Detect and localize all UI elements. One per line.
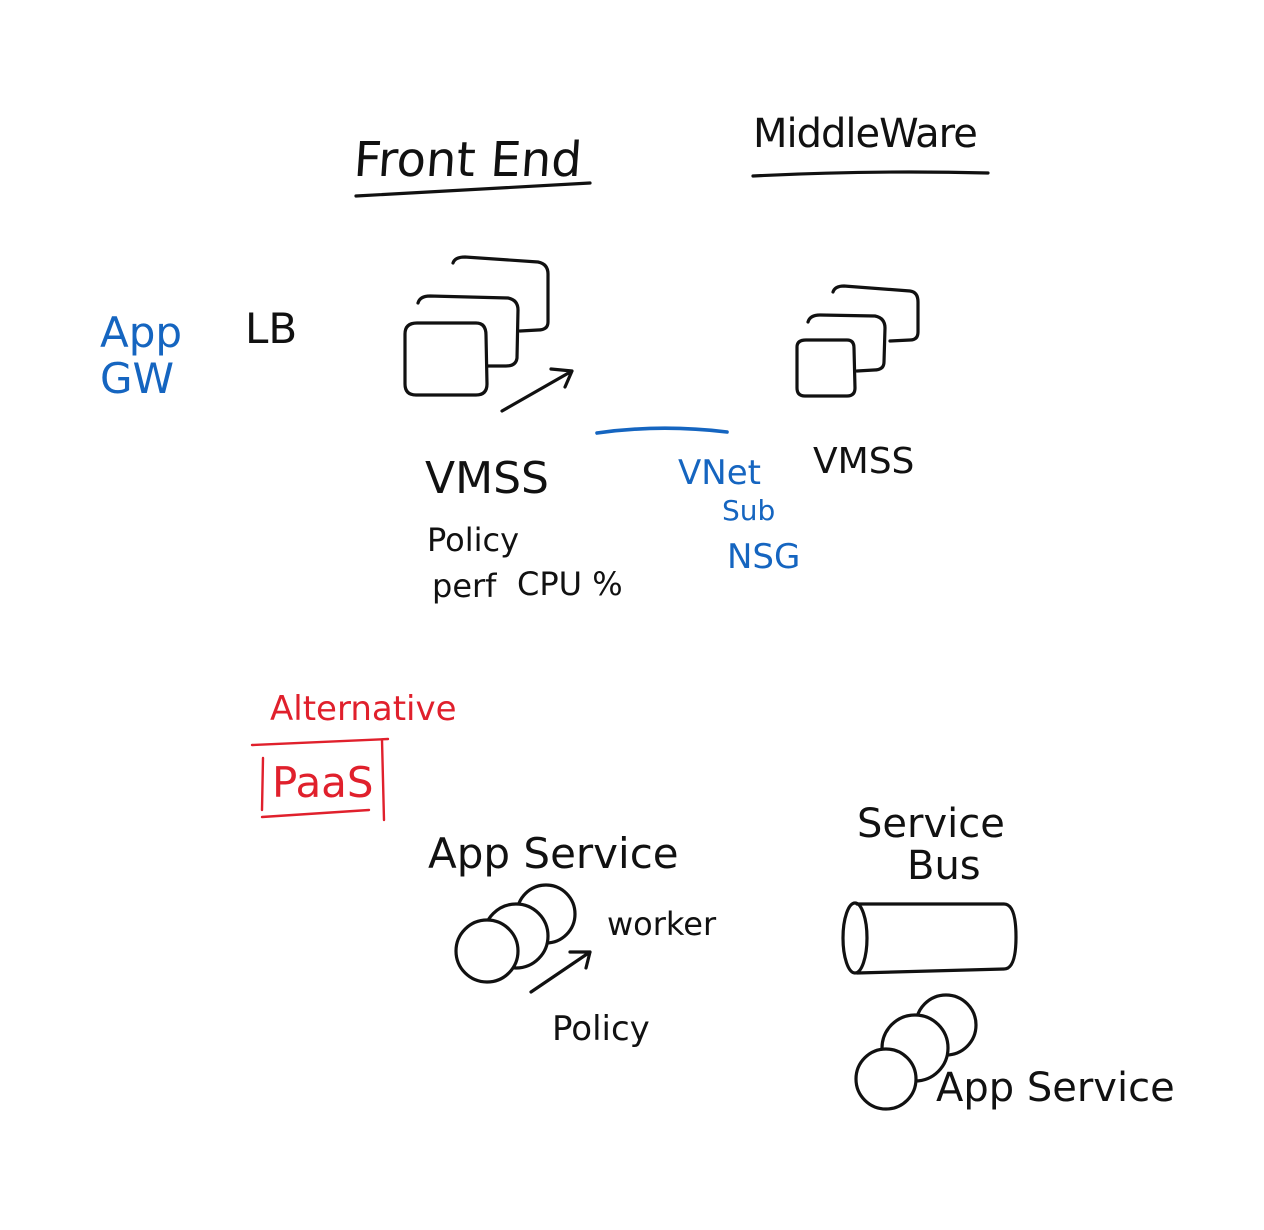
service-bus-cylinder-icon xyxy=(841,901,1018,975)
lb-label: LB xyxy=(245,304,298,353)
front-end-vmss-stack-icon xyxy=(403,255,550,397)
front-end-underline xyxy=(354,181,592,198)
sub-label: Sub xyxy=(722,494,776,527)
app-service-circles-icon xyxy=(454,883,577,984)
worker-label: worker xyxy=(607,905,717,943)
nsg-label: NSG xyxy=(727,537,801,577)
middleware-heading: MiddleWare xyxy=(753,111,978,157)
perf-label: perf xyxy=(432,567,497,605)
bus-label: Bus xyxy=(907,843,981,889)
paas-label: PaaS xyxy=(272,758,374,807)
app-label: App xyxy=(100,308,183,357)
app-service-title: App Service xyxy=(428,829,679,878)
cpu-percent-label: CPU % xyxy=(517,565,623,603)
service-bus-title: Service Bus xyxy=(857,803,1005,887)
policy-label: Policy xyxy=(427,521,520,559)
service-bus-app-service-label: App Service xyxy=(936,1065,1175,1111)
vnet-label: VNet xyxy=(678,453,761,493)
service-label: Service xyxy=(857,801,1005,847)
front-end-vmss-label: VMSS xyxy=(425,453,549,504)
front-end-heading: Front End xyxy=(352,132,584,188)
middleware-vmss-label: VMSS xyxy=(813,441,915,482)
front-end-scale-arrow xyxy=(500,367,574,413)
app-service-scale-arrow xyxy=(529,950,592,994)
middleware-vmss-stack-icon xyxy=(795,284,920,398)
gw-label: GW xyxy=(100,354,175,403)
middleware-underline xyxy=(751,170,990,178)
app-gw-label: App GW xyxy=(100,310,182,402)
vnet-line xyxy=(595,426,729,435)
service-bus-app-service-circles-icon xyxy=(854,993,978,1111)
paas-box xyxy=(250,737,390,822)
app-service-policy-label: Policy xyxy=(552,1009,650,1049)
alternative-label: Alternative xyxy=(270,689,457,729)
